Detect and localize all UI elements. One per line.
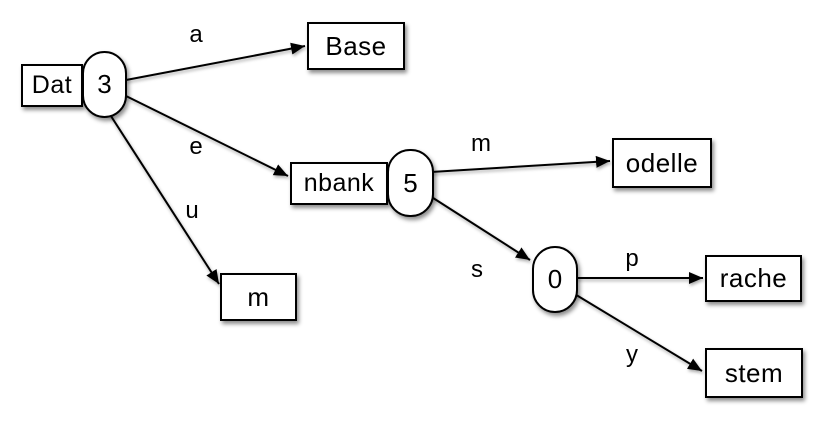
edge-nbank-odelle bbox=[430, 155, 611, 173]
node-nbank-count-bubble: 5 bbox=[387, 149, 434, 217]
node-base-box: Base bbox=[307, 22, 405, 70]
edge-label-u: u bbox=[185, 197, 199, 224]
edge-label-p: p bbox=[625, 245, 639, 272]
edge-dat-m bbox=[108, 112, 220, 285]
node-stem-box: stem bbox=[705, 348, 803, 398]
edge-label-e: e bbox=[189, 133, 203, 160]
node-rache-box: rache bbox=[705, 255, 802, 302]
node-nbank-box: nbank bbox=[290, 162, 388, 205]
edge-nbank-zero bbox=[429, 195, 531, 261]
node-zero-count-bubble: 0 bbox=[532, 246, 578, 313]
node-m-box: m bbox=[220, 273, 297, 321]
edge-dat-nbank bbox=[125, 95, 289, 177]
edge-zero-stem bbox=[572, 292, 703, 372]
edge-label-s: s bbox=[471, 256, 483, 283]
edge-label-y: y bbox=[626, 341, 638, 368]
edge-label-m: m bbox=[471, 130, 491, 157]
edge-label-a: a bbox=[189, 21, 203, 48]
edge-dat-base bbox=[125, 42, 306, 81]
node-dat-count-bubble: 3 bbox=[82, 51, 127, 118]
node-dat-box: Dat bbox=[21, 64, 83, 107]
node-odelle-box: odelle bbox=[612, 138, 712, 188]
